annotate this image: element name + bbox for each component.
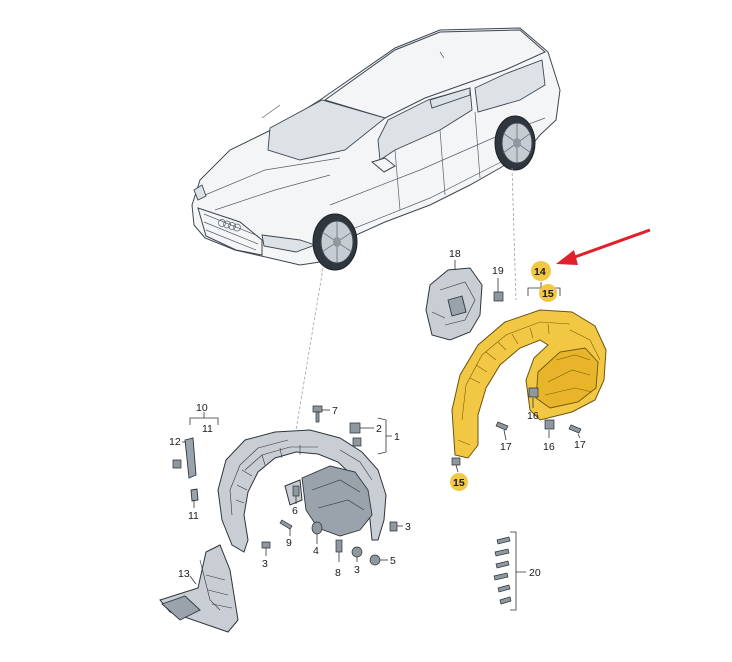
callout-7: 7	[332, 405, 338, 417]
underbody-panel-13	[159, 544, 239, 633]
callout-labels: 1 2 3 3 3 4 5 6 7 8 9 10 11 11 12 13 14 …	[169, 248, 586, 580]
callout-17-left: 17	[500, 441, 512, 453]
callout-17-right: 17	[574, 439, 586, 451]
highlight-circle-15-top	[539, 284, 557, 302]
callout-15-bottom: 15	[453, 477, 465, 489]
car-logo-rings	[218, 219, 241, 232]
callout-3-left: 3	[262, 558, 268, 570]
car-illustration	[191, 27, 561, 271]
bracket-18	[425, 267, 483, 341]
callout-19: 19	[492, 265, 504, 277]
callout-14: 14	[534, 266, 546, 278]
callout-20: 20	[529, 567, 541, 579]
callout-18: 18	[449, 248, 461, 260]
callout-8: 8	[335, 567, 341, 579]
red-pointer-arrow-icon	[556, 228, 651, 265]
screw-set-20	[493, 536, 512, 605]
callout-13: 13	[178, 568, 190, 580]
callout-11-bottom: 11	[188, 510, 199, 522]
highlight-circle-15-bottom	[450, 473, 468, 491]
callout-16-right: 16	[543, 441, 555, 453]
callout-11-top: 11	[202, 423, 213, 435]
callout-12: 12	[169, 436, 181, 448]
callout-3-right: 3	[405, 521, 411, 533]
callout-2: 2	[376, 423, 382, 435]
front-wheel	[312, 213, 358, 271]
front-fasteners	[172, 405, 398, 566]
rear-fasteners	[451, 387, 582, 466]
callout-16-left: 16	[527, 410, 539, 422]
rear-wheelhouse-liner-highlighted	[451, 309, 607, 459]
highlight-circle-14	[531, 261, 551, 281]
clip-19-shape	[493, 291, 504, 302]
callout-5: 5	[390, 555, 396, 567]
leader-lines	[182, 260, 581, 611]
callout-15-top: 15	[542, 288, 554, 300]
callout-4: 4	[313, 545, 319, 557]
callout-10: 10	[196, 402, 208, 414]
callout-3-bottom: 3	[354, 564, 360, 576]
callout-9: 9	[286, 537, 292, 549]
callout-1: 1	[394, 431, 400, 443]
front-wheelhouse-liner	[217, 429, 387, 553]
callout-6: 6	[292, 505, 298, 517]
front-guide-line	[295, 267, 324, 431]
rear-wheel	[494, 115, 536, 171]
rear-guide-line	[511, 167, 517, 301]
